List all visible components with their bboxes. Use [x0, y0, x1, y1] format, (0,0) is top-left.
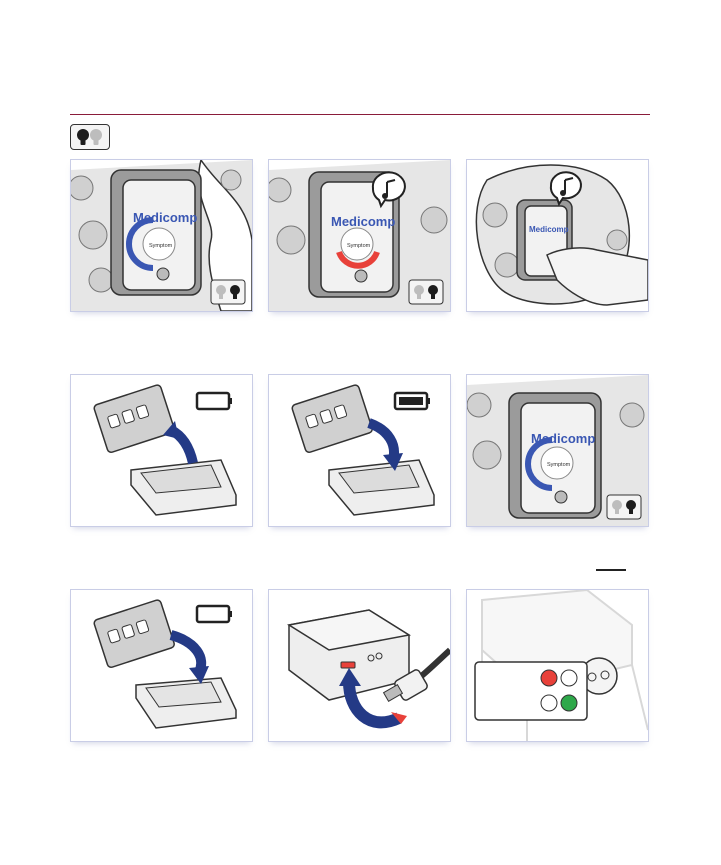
- bulb-pair-icon: [467, 375, 648, 526]
- battery-full-icon: [269, 375, 450, 526]
- music-note-icon: [467, 160, 648, 311]
- led-status-icon: [467, 590, 648, 741]
- charge-arrow-icon: [269, 590, 450, 741]
- bulb-pair-icon: [269, 160, 450, 311]
- panel-monitor-on-patch: Medicomp Symptom: [70, 159, 253, 312]
- panel-finger-press: Medicomp: [466, 159, 649, 312]
- panel-connect-usb: [268, 589, 451, 742]
- battery-empty-icon: [71, 590, 252, 741]
- text-underline-mark: [596, 569, 626, 571]
- panel-monitor-reattached: Medicomp Symptom: [466, 374, 649, 527]
- bulb-pair-icon: [70, 124, 110, 150]
- panel-insert-battery: [268, 374, 451, 527]
- section-divider: [70, 114, 650, 115]
- battery-empty-icon: [71, 375, 252, 526]
- panel-led-status: [466, 589, 649, 742]
- bulb-pair-icon: [71, 160, 252, 311]
- panel-remove-battery: [70, 374, 253, 527]
- panel-battery-into-charger: [70, 589, 253, 742]
- panel-symptom-press: Medicomp Symptom: [268, 159, 451, 312]
